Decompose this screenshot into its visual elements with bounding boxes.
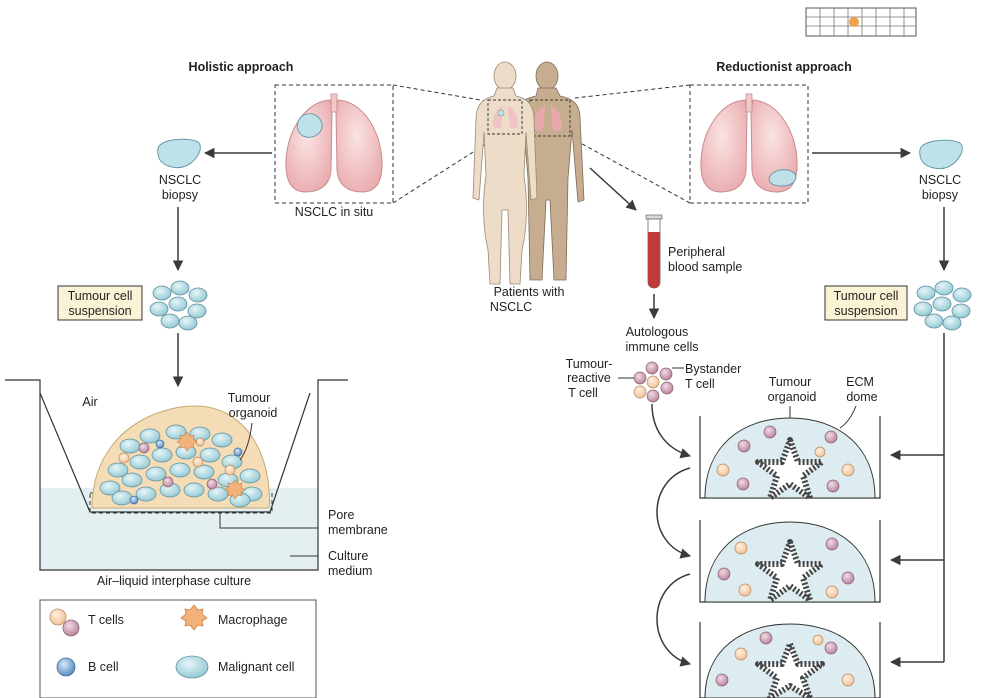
left-biopsy-icon bbox=[157, 138, 201, 169]
legend-t-cells: T cells bbox=[88, 613, 124, 627]
macrophage-icon bbox=[176, 431, 198, 452]
left-lungs-icon bbox=[285, 93, 383, 193]
pore-label-2: membrane bbox=[328, 523, 388, 537]
immune-cell-cluster bbox=[633, 361, 674, 403]
blood-label-2: blood sample bbox=[668, 260, 742, 274]
ali-culture: Air Tumour organoid Pore membrane Cultur… bbox=[5, 379, 388, 588]
left-suspension-label-2: suspension bbox=[68, 304, 131, 318]
right-biopsy-icon bbox=[919, 139, 963, 170]
star-organoid bbox=[755, 641, 825, 698]
t-cell-mauve-icon bbox=[62, 619, 80, 637]
patients-label-1: Patients with bbox=[494, 285, 565, 299]
holistic-title: Holistic approach bbox=[189, 60, 294, 74]
tumour-icon bbox=[768, 169, 797, 187]
left-biopsy-label-1: NSCLC bbox=[159, 173, 201, 187]
ecm-well-3 bbox=[699, 622, 881, 698]
ecm-well-1 bbox=[699, 416, 881, 501]
left-suspension-label-1: Tumour cell bbox=[68, 289, 133, 303]
reactive-label-3: T cell bbox=[568, 386, 598, 400]
right-organoid-label-2: organoid bbox=[768, 390, 817, 404]
corner-logo-fragment bbox=[805, 7, 917, 37]
left-lung-panel: NSCLC in situ bbox=[274, 84, 394, 219]
legend-b-cell: B cell bbox=[88, 660, 119, 674]
ecm-dome-wells bbox=[699, 416, 881, 698]
patient-silhouettes: Patients with NSCLC bbox=[472, 61, 585, 314]
organoid-malignant-cells bbox=[99, 424, 263, 508]
organoid-immune-cells bbox=[118, 431, 246, 505]
macrophage-icon bbox=[180, 604, 208, 631]
star-organoid bbox=[755, 437, 825, 501]
right-organoid-label-1: Tumour bbox=[769, 375, 812, 389]
culture-label-1: Culture bbox=[328, 549, 368, 563]
ecm-well-2 bbox=[699, 520, 881, 603]
macrophage-icon bbox=[224, 479, 246, 500]
center-flow: Peripheral blood sample Autologous immun… bbox=[566, 167, 742, 667]
bystander-label-1: Bystander bbox=[685, 362, 741, 376]
immune-label-2: immune cells bbox=[626, 340, 699, 354]
immune-label-1: Autologous bbox=[626, 325, 689, 339]
b-cell-icon bbox=[56, 657, 76, 677]
ecm-label-1: ECM bbox=[846, 375, 874, 389]
blood-label-1: Peripheral bbox=[668, 245, 725, 259]
legend-malignant: Malignant cell bbox=[218, 660, 294, 674]
right-lung-panel bbox=[689, 84, 809, 204]
in-situ-label: NSCLC in situ bbox=[295, 205, 374, 219]
zoom-lines bbox=[392, 84, 691, 204]
cell-legend: T cells Macrophage B cell Malignant cell bbox=[39, 599, 317, 698]
malignant-cell-icon bbox=[175, 655, 209, 679]
pore-label-1: Pore bbox=[328, 508, 354, 522]
right-suspension-label-2: suspension bbox=[834, 304, 897, 318]
t-cell-peach-icon bbox=[49, 608, 67, 626]
left-organoid-label-1: Tumour bbox=[228, 391, 271, 405]
patients-label-2: NSCLC bbox=[490, 300, 532, 314]
reactive-label-1: Tumour- bbox=[566, 357, 613, 371]
right-biopsy-label-1: NSCLC bbox=[919, 173, 961, 187]
reductionist-title: Reductionist approach bbox=[716, 60, 851, 74]
right-flow: NSCLC biopsy Tumour cell suspension Tumo… bbox=[768, 139, 972, 668]
right-biopsy-label-2: biopsy bbox=[922, 188, 959, 202]
right-lungs-icon bbox=[700, 93, 798, 193]
air-label: Air bbox=[82, 395, 97, 409]
culture-label-2: medium bbox=[328, 564, 372, 578]
right-cell-cluster bbox=[913, 280, 972, 331]
ecm-label-2: dome bbox=[846, 390, 877, 404]
left-biopsy-label-2: biopsy bbox=[162, 188, 199, 202]
right-suspension-label-1: Tumour cell bbox=[834, 289, 899, 303]
tumour-icon bbox=[296, 113, 323, 138]
reactive-label-2: reactive bbox=[567, 371, 611, 385]
left-organoid-label-2: organoid bbox=[229, 406, 278, 420]
ali-caption: Air–liquid interphase culture bbox=[97, 574, 251, 588]
blood-tube-icon bbox=[645, 214, 663, 289]
legend-macrophage: Macrophage bbox=[218, 613, 288, 627]
female-silhouette bbox=[472, 61, 538, 285]
left-cell-cluster bbox=[149, 280, 208, 331]
bystander-label-2: T cell bbox=[685, 377, 715, 391]
left-flow: NSCLC biopsy Tumour cell suspension bbox=[57, 138, 272, 388]
star-organoid bbox=[755, 539, 825, 603]
